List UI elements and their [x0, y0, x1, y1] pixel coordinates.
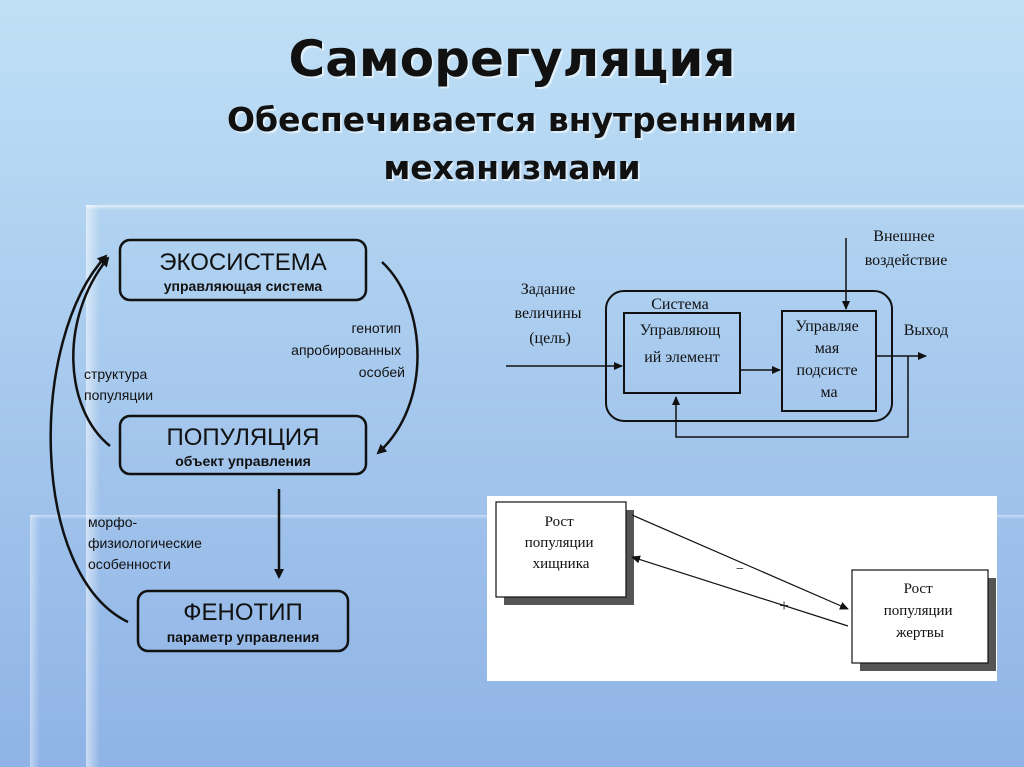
- prey-to-predator-arrow: [631, 555, 849, 627]
- predator-label: Рост популяции хищника: [525, 514, 598, 572]
- phenotype-box: [136, 589, 350, 653]
- decor-vertical-stripe-lower: [30, 515, 40, 767]
- system-label: Система: [651, 296, 709, 313]
- population-title: ПОПУЛЯЦИЯ: [166, 424, 319, 451]
- phenotype-subtitle: параметр управления: [167, 629, 320, 645]
- plus-sign: +: [779, 596, 789, 615]
- decor-horizontal-stripe: [86, 205, 1024, 210]
- prey-label: Рост популяции жертвы: [884, 581, 957, 641]
- decor-vertical-stripe: [86, 205, 100, 767]
- slide-title: Саморегуляция: [288, 30, 736, 88]
- controlled-box: [781, 310, 877, 412]
- structure-label: структура популяции: [84, 366, 153, 403]
- left-diagram: ЭКОСИСТЕМА управляющая система ПОПУЛЯЦИЯ…: [49, 238, 419, 653]
- input-label: Задание величины (цель): [514, 281, 585, 347]
- ecosystem-title: ЭКОСИСТЕМА: [159, 249, 326, 276]
- slide-subtitle-line2: механизмами: [383, 148, 641, 187]
- controller-box: [623, 312, 741, 394]
- feedback-arrow: [672, 356, 909, 438]
- population-subtitle: объект управления: [175, 453, 311, 469]
- ecosystem-subtitle: управляющая система: [164, 278, 323, 294]
- ecosystem-to-population-arrow: [376, 261, 419, 455]
- minus-sign: −: [736, 562, 744, 577]
- controlled-label: Управляе мая подсисте ма: [795, 318, 862, 401]
- predator-to-prey-arrow: [631, 514, 849, 610]
- genotype-label: генотип апробированных особей: [291, 320, 405, 380]
- population-to-ecosystem-arrow: [72, 256, 111, 447]
- control-diagram: Система Управляющ ий элемент Управляе ма…: [506, 228, 949, 438]
- controller-label: Управляющ ий элемент: [640, 322, 725, 366]
- prey-box: [851, 569, 989, 664]
- phenotype-title: ФЕНОТИП: [183, 599, 302, 626]
- ecosystem-box: [118, 238, 368, 302]
- predator-box: [495, 501, 627, 598]
- predator-prey-diagram: Рост популяции хищника Рост популяции же…: [487, 496, 997, 681]
- external-label: Внешнее воздействие: [865, 228, 948, 269]
- output-label: Выход: [904, 322, 949, 339]
- phenotype-to-ecosystem-arrow: [49, 254, 129, 624]
- slide-subtitle-line1: Обеспечивается внутренними: [226, 100, 798, 139]
- morpho-label: морфо- физиологические особенности: [88, 514, 206, 572]
- population-box: [118, 414, 368, 476]
